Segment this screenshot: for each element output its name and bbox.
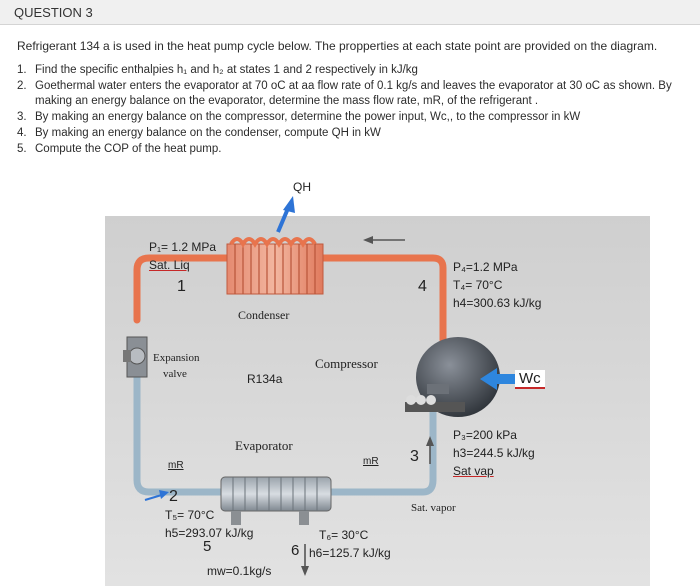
state4-pressure: P₄=1.2 MPa bbox=[453, 260, 518, 274]
heat-pump-drawing bbox=[105, 196, 650, 586]
question-item: 3.By making an energy balance on the com… bbox=[17, 111, 581, 123]
water-flow-rate: mw=0.1kg/s bbox=[207, 564, 272, 578]
sat-vapor-label: Sat. vapor bbox=[411, 502, 456, 514]
mr-left-label: mR bbox=[168, 460, 184, 471]
flow-arrow-state6 bbox=[301, 544, 309, 576]
expansion-label-2: valve bbox=[163, 368, 187, 380]
state2-number: 2 bbox=[169, 488, 178, 505]
expansion-label-1: Expansion bbox=[153, 352, 200, 364]
state4-temperature: T₄= 70°C bbox=[453, 278, 503, 292]
state5-number: 5 bbox=[203, 538, 212, 555]
qh-arrow bbox=[276, 196, 295, 233]
question-item: 2.Goethermal water enters the evaporator… bbox=[17, 80, 672, 107]
mr-right-label: mR bbox=[363, 456, 379, 467]
question-list: 1.Find the specific enthalpies h₁ and h₂… bbox=[17, 63, 689, 158]
compressor-label: Compressor bbox=[315, 356, 378, 371]
evaporator-label: Evaporator bbox=[235, 438, 293, 453]
heat-pump-diagram: QH P₁= 1.2 MPa Sat. Liq 1 Condenser 4 P₄… bbox=[105, 172, 650, 586]
expansion-valve bbox=[123, 336, 148, 378]
state3-quality: Sat vap bbox=[453, 464, 494, 478]
question-header-bar: QUESTION 3 bbox=[0, 0, 700, 25]
flow-arrow-state2 bbox=[144, 490, 169, 501]
state1-number: 1 bbox=[177, 278, 186, 295]
qh-label: QH bbox=[293, 180, 311, 194]
state6-temperature: T₆= 30°C bbox=[319, 528, 369, 542]
state4-enthalpy: h4=300.63 kJ/kg bbox=[453, 296, 542, 310]
compressor-body bbox=[405, 337, 500, 417]
state3-number: 3 bbox=[410, 448, 419, 465]
state1-pressure: P₁= 1.2 MPa bbox=[149, 240, 217, 254]
condenser-label: Condenser bbox=[238, 308, 290, 322]
flow-arrow-top bbox=[363, 236, 405, 244]
fluid-label: R134a bbox=[247, 372, 283, 386]
question-item: 4.By making an energy balance on the con… bbox=[17, 127, 381, 139]
question-item: 1.Find the specific enthalpies h₁ and h₂… bbox=[17, 64, 418, 76]
state1-quality: Sat. Liq bbox=[149, 258, 190, 272]
diagram-background bbox=[105, 216, 650, 586]
hot-refrigerant-line bbox=[133, 254, 447, 344]
state3-pressure: P₃=200 kPa bbox=[453, 428, 517, 442]
state6-enthalpy: h6=125.7 kJ/kg bbox=[309, 546, 391, 560]
state5-enthalpy: h5=293.07 kJ/kg bbox=[165, 526, 254, 540]
state3-enthalpy: h3=244.5 kJ/kg bbox=[453, 446, 535, 460]
flow-arrow-state3 bbox=[426, 436, 434, 464]
state6-number: 6 bbox=[291, 542, 300, 559]
wc-label: Wc bbox=[515, 370, 545, 389]
cold-refrigerant-line bbox=[133, 368, 437, 496]
question-title: QUESTION 3 bbox=[14, 5, 93, 20]
question-item: 5.Compute the COP of the heat pump. bbox=[17, 143, 222, 155]
state4-number: 4 bbox=[418, 278, 427, 295]
state5-temperature: T₅= 70°C bbox=[165, 508, 215, 522]
condenser-coil bbox=[226, 237, 324, 295]
evaporator-unit bbox=[220, 476, 332, 525]
wc-arrow bbox=[480, 368, 515, 390]
question-intro: Refrigerant 134 a is used in the heat pu… bbox=[17, 39, 658, 53]
